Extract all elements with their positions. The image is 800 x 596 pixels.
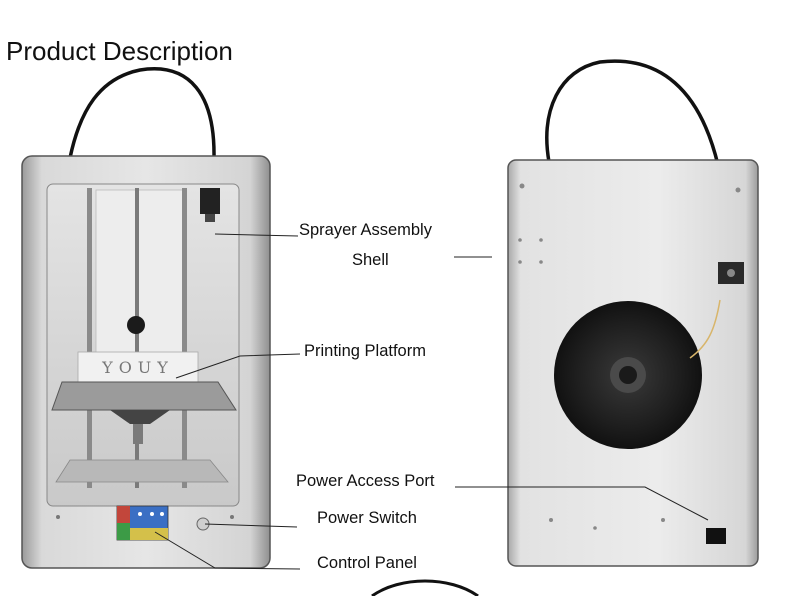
filament-tube-front	[68, 67, 216, 159]
guide-rod-center	[135, 188, 139, 488]
power-port-leader	[455, 486, 709, 521]
brand-text: YOUY	[101, 358, 174, 377]
label-control-panel: Control Panel	[317, 554, 417, 572]
guide-rod-right	[182, 188, 187, 488]
label-sprayer-assembly: Sprayer Assembly	[299, 221, 432, 239]
label-power-switch: Power Switch	[317, 509, 417, 527]
bottom-partial-arc	[371, 579, 479, 596]
label-printing-platform: Printing Platform	[304, 342, 426, 360]
z-knob	[127, 316, 145, 334]
guide-rod-left	[87, 188, 92, 488]
power-access-socket	[706, 528, 726, 544]
label-shell: Shell	[352, 251, 389, 269]
page-title: Product Description	[6, 36, 233, 66]
label-power-access-port: Power Access Port	[296, 472, 435, 490]
printing-platform	[51, 381, 237, 411]
back-printer	[507, 59, 759, 567]
sprayer-head	[200, 188, 220, 214]
front-printer: YOUY	[21, 67, 271, 569]
callout-leaders-front	[154, 233, 301, 570]
